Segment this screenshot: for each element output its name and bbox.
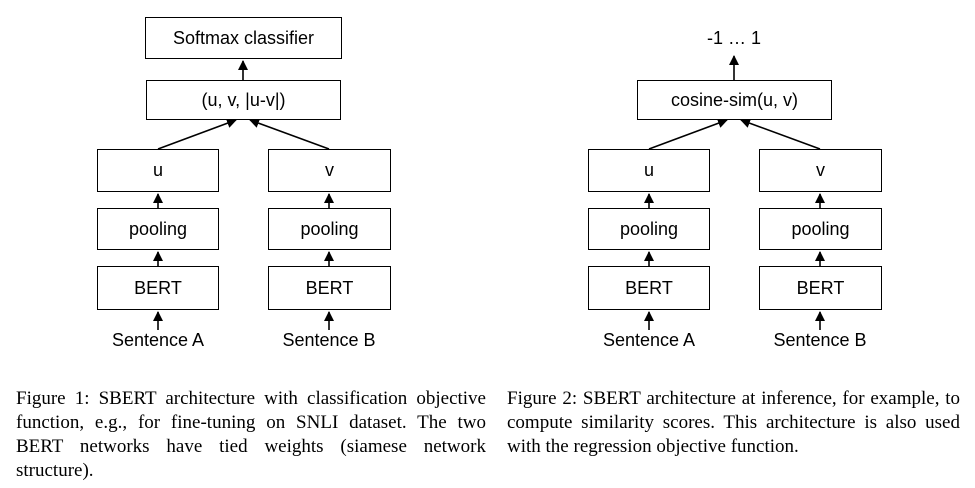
pooling-left-box: pooling <box>97 208 219 250</box>
embedding-u-box: u <box>97 149 219 192</box>
bert-right-box-2: BERT <box>759 266 882 310</box>
bert-right-label-2: BERT <box>796 277 845 298</box>
output-range-label: -1 … 1 <box>706 28 762 48</box>
embedding-u-box-2: u <box>588 149 710 192</box>
embedding-u-label-2: u <box>643 160 654 180</box>
embedding-u-label: u <box>152 160 163 180</box>
sentence-a-label-2: Sentence A <box>602 330 696 350</box>
softmax-classifier-box: Softmax classifier <box>145 17 342 59</box>
bert-left-label-2: BERT <box>625 277 673 298</box>
sentence-b-label: Sentence B <box>282 330 376 350</box>
figure-2-caption: Figure 2: SBERT architecture at inferenc… <box>507 388 960 457</box>
pooling-right-label-2: pooling <box>791 218 850 239</box>
sentence-b-label-2: Sentence B <box>773 330 867 350</box>
pooling-right-box-2: pooling <box>759 208 882 250</box>
arrow-u-to-cosine <box>648 118 728 150</box>
embedding-v-box-2: v <box>759 149 882 192</box>
pooling-right-box: pooling <box>268 208 391 250</box>
pooling-left-box-2: pooling <box>588 208 710 250</box>
pooling-left-label: pooling <box>128 218 188 239</box>
embedding-v-box: v <box>268 149 391 192</box>
bert-left-box: BERT <box>97 266 219 310</box>
embedding-v-label-2: v <box>816 160 825 180</box>
cosine-sim-label: cosine-sim(u, v) <box>670 89 799 110</box>
arrow-v-to-cosine <box>740 118 821 150</box>
bert-left-label: BERT <box>134 277 182 298</box>
bert-left-box-2: BERT <box>588 266 710 310</box>
pooling-right-label: pooling <box>300 218 359 239</box>
pooling-left-label-2: pooling <box>619 218 679 239</box>
cosine-sim-box: cosine-sim(u, v) <box>637 80 832 120</box>
embedding-v-label: v <box>325 160 334 180</box>
concat-box: (u, v, |u-v|) <box>146 80 341 120</box>
bert-right-box: BERT <box>268 266 391 310</box>
sentence-a-label: Sentence A <box>111 330 205 350</box>
concat-label: (u, v, |u-v|) <box>201 89 286 110</box>
arrow-v-to-concat <box>249 118 330 150</box>
bert-right-label: BERT <box>305 277 354 298</box>
arrow-u-to-concat <box>157 118 237 150</box>
softmax-classifier-label: Softmax classifier <box>172 27 315 48</box>
figure-1-caption: Figure 1: SBERT architecture with classi… <box>16 388 486 481</box>
